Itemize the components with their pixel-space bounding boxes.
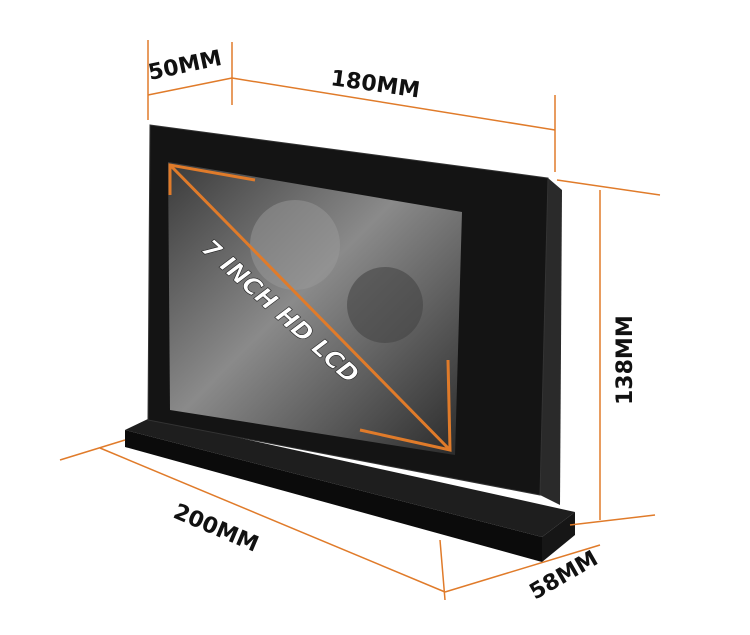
base-width-label: 200MM (170, 500, 262, 558)
width-top-label: 180MM (329, 66, 421, 103)
device-base (125, 418, 575, 562)
height-label: 138MM (613, 315, 638, 405)
screen-image-bowl (347, 267, 423, 343)
screen-diagonal-marker (168, 163, 452, 452)
depth-top-label: 50MM (146, 46, 224, 86)
dimension-lines (59, 40, 661, 601)
